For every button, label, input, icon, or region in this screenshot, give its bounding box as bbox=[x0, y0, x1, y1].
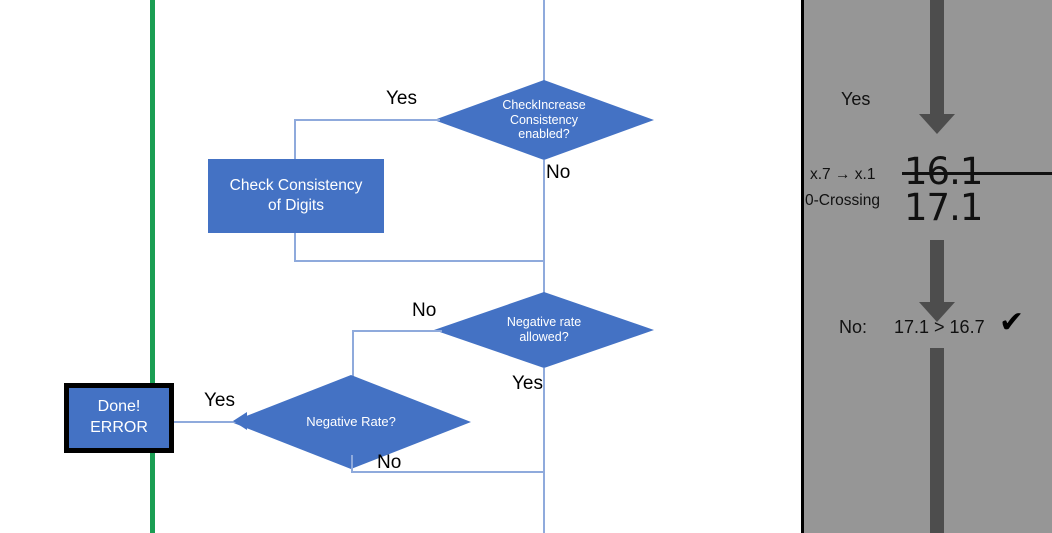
panel-rule-line1: x.7 → x.1 bbox=[810, 166, 876, 183]
decision-check-increase-line2: Consistency bbox=[509, 112, 579, 127]
connector-negative-rate-no-horizontal bbox=[351, 471, 544, 473]
panel-arrow-top-shaft bbox=[930, 0, 944, 116]
panel-value-result: 17.1 bbox=[904, 186, 983, 229]
decision-check-increase-line1: CheckIncrease bbox=[502, 97, 586, 112]
panel-conclusion-prefix: No: bbox=[839, 317, 868, 337]
connector-negative-rate-no-vertical bbox=[351, 455, 353, 472]
terminator-done-error[interactable]: Done! ERROR bbox=[64, 383, 174, 453]
terminator-line1: Done! bbox=[97, 398, 141, 416]
connector-neg-allowed-no-horizontal bbox=[352, 330, 442, 332]
connector-negative-rate-yes bbox=[173, 421, 243, 423]
edge-label-negative-rate-yes: Yes bbox=[204, 390, 235, 411]
process-check-consistency-line1: Check Consistency bbox=[229, 176, 363, 194]
process-check-consistency-line2: of Digits bbox=[267, 197, 324, 214]
decision-check-increase[interactable]: CheckIncrease Consistency enabled? bbox=[434, 80, 654, 160]
edge-label-neg-allowed-yes: Yes bbox=[512, 373, 543, 394]
connector-top-spine bbox=[543, 0, 545, 88]
edge-label-neg-allowed-no: No bbox=[412, 300, 437, 321]
connector-process-exit-vertical bbox=[294, 233, 296, 261]
connector-neg-allowed-no-vertical bbox=[352, 330, 354, 378]
connector-check-increase-yes-vertical bbox=[294, 119, 296, 161]
panel-yes-label: Yes bbox=[841, 89, 871, 109]
panel-arrow-bottom-shaft bbox=[930, 348, 944, 533]
decision-negative-rate-line1: Negative Rate? bbox=[306, 414, 396, 430]
connector-check-increase-yes-horizontal bbox=[294, 119, 440, 121]
terminator-line2: ERROR bbox=[90, 419, 148, 436]
panel-arrow-mid-shaft bbox=[930, 240, 944, 304]
decision-check-increase-line3: enabled? bbox=[518, 127, 570, 142]
decision-negative-rate-allowed[interactable]: Negative rate allowed? bbox=[434, 292, 654, 368]
annotation-panel: Yes x.7 → x.1 0-Crossing 16.1 17.1 No: 1… bbox=[801, 0, 1052, 533]
panel-value-struck: 16.1 bbox=[902, 150, 1052, 193]
connector-spine-bottom bbox=[543, 368, 545, 533]
connector-spine-mid bbox=[543, 160, 545, 300]
edge-label-check-increase-no: No bbox=[546, 162, 571, 183]
panel-value-struck-text: 16.1 bbox=[904, 150, 983, 193]
decision-negative-rate-allowed-line2: allowed? bbox=[519, 330, 569, 344]
panel-conclusion-expr: 17.1 > 16.7 bbox=[894, 317, 985, 337]
arrowhead-negative-rate-yes bbox=[233, 412, 247, 430]
decision-negative-rate-allowed-line1: Negative rate bbox=[506, 315, 582, 330]
edge-label-negative-rate-no: No bbox=[377, 452, 402, 473]
connector-process-exit-horizontal bbox=[294, 260, 544, 262]
edge-label-check-increase-yes: Yes bbox=[386, 88, 417, 109]
strikethrough-bar bbox=[902, 172, 1052, 176]
panel-arrow-mid-head bbox=[919, 302, 955, 322]
panel-rule-line2: 0-Crossing bbox=[805, 192, 880, 209]
green-divider-line bbox=[150, 0, 155, 533]
panel-arrow-top-head bbox=[919, 114, 955, 134]
panel-conclusion-checkmark: ✔ bbox=[999, 305, 1025, 340]
process-check-consistency[interactable]: Check Consistency of Digits bbox=[208, 159, 384, 233]
